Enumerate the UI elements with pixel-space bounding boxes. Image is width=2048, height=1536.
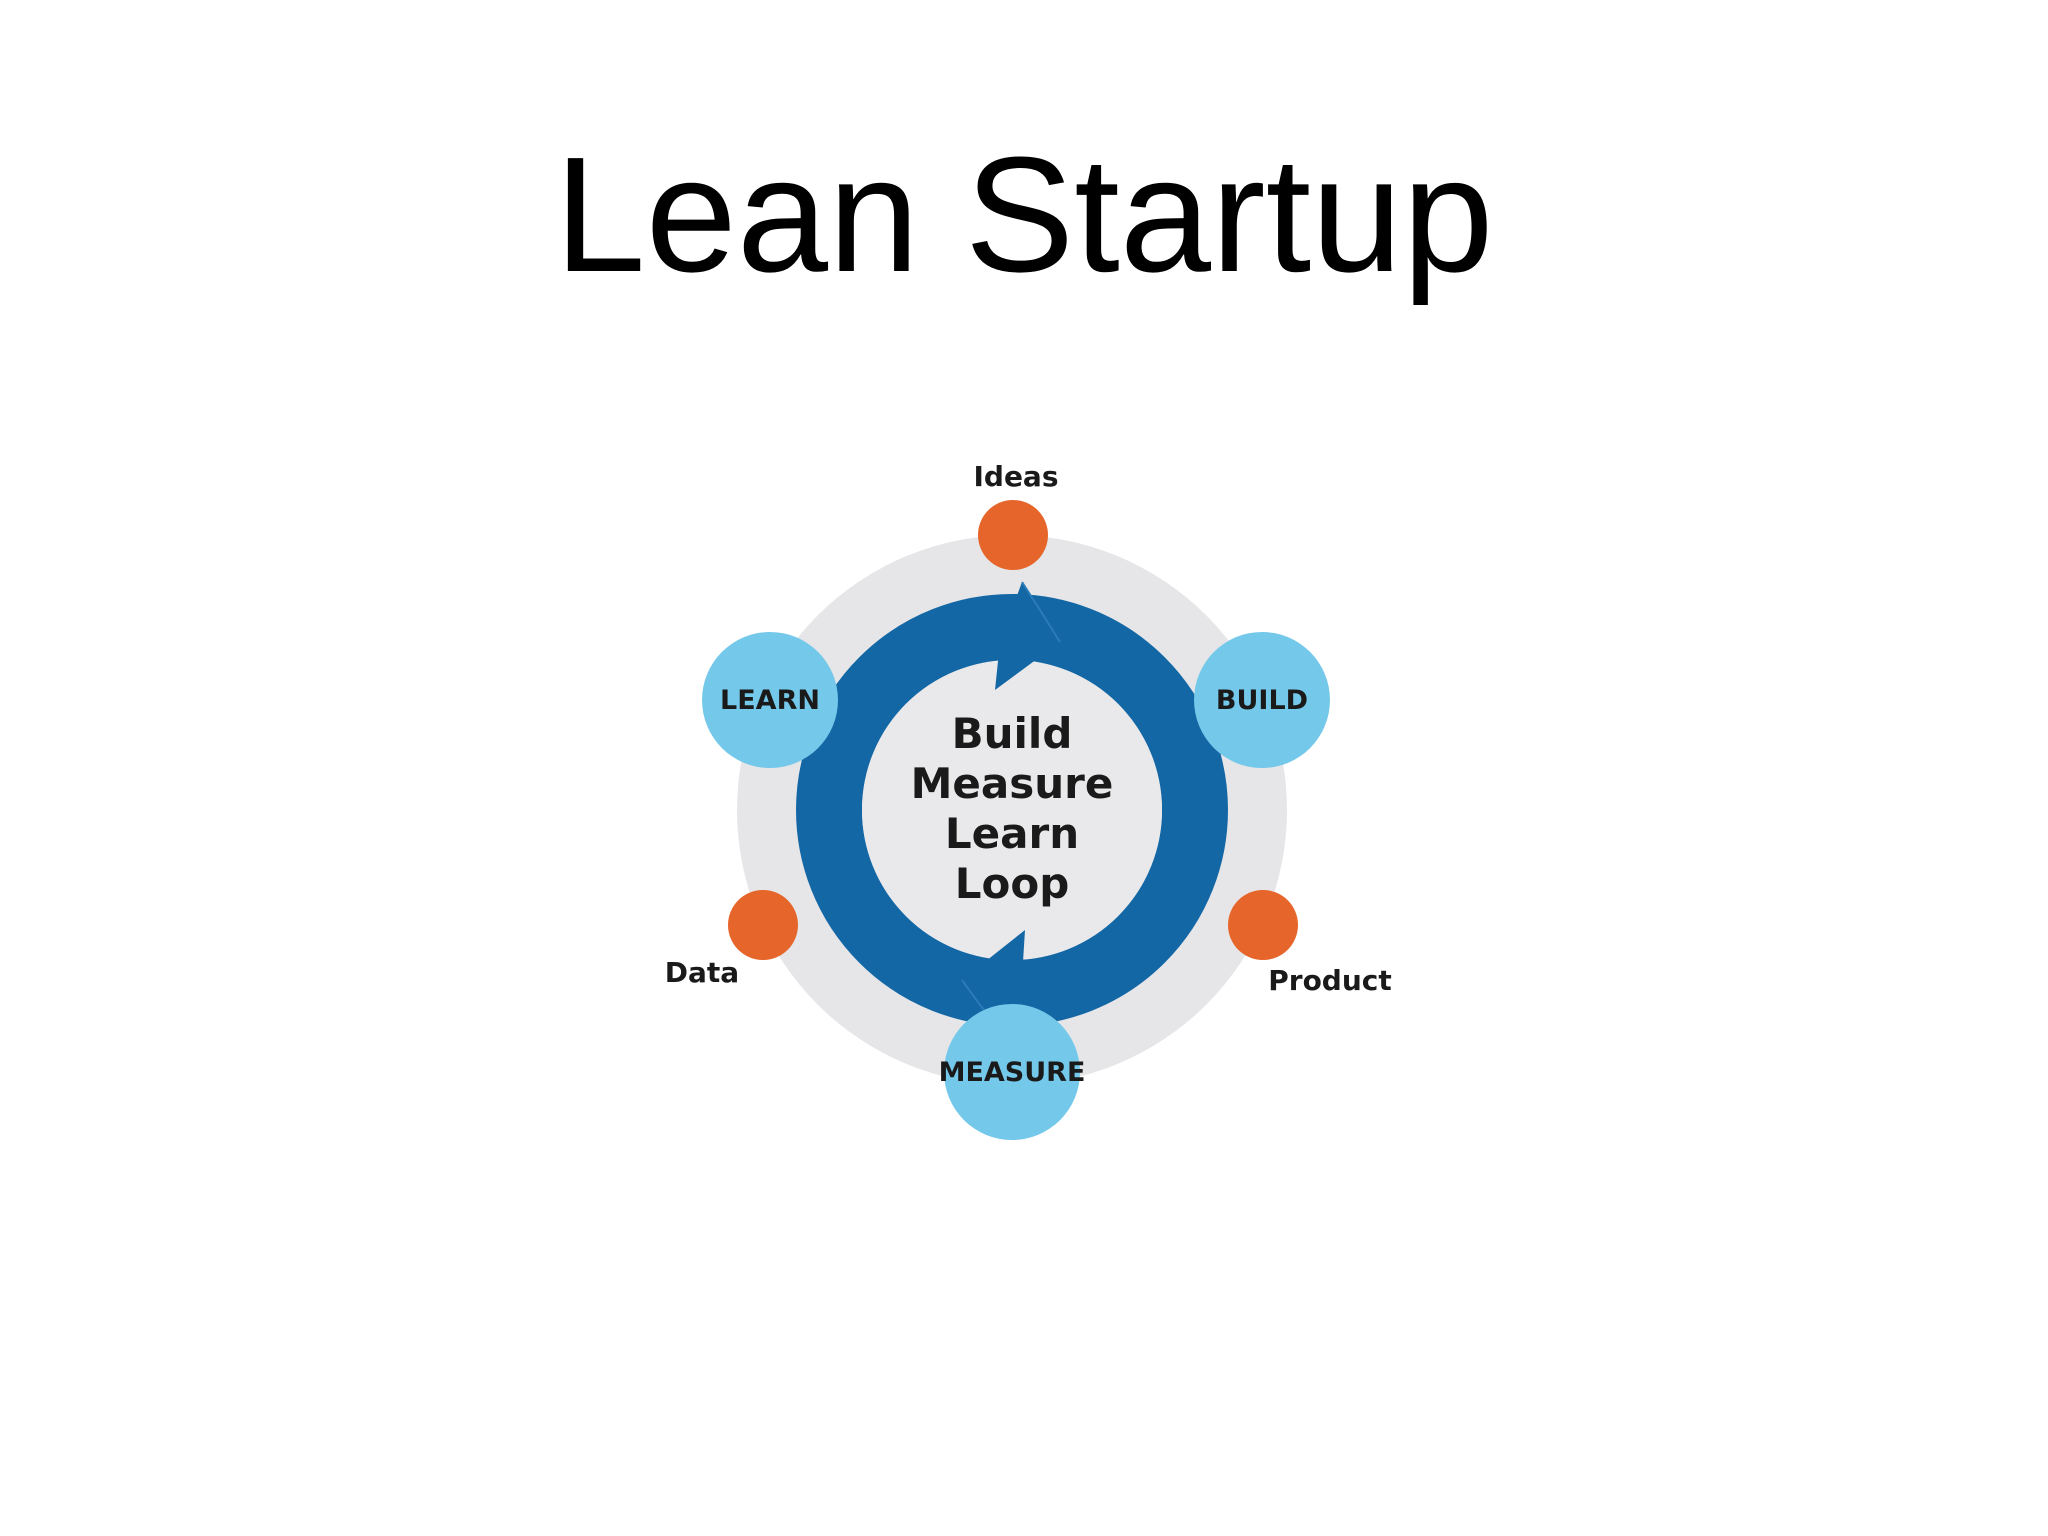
stage-measure-label: MEASURE — [939, 1057, 1086, 1088]
artifact-ideas: Ideas — [973, 460, 1059, 570]
artifact-product-dot — [1228, 890, 1298, 960]
stage-measure-circle — [944, 1004, 1080, 1140]
loop-arrow-top-outline — [1021, 581, 1061, 643]
stage-build-label: BUILD — [1216, 685, 1308, 716]
artifact-product: Product — [1228, 890, 1392, 997]
center-line-loop: Loop — [955, 859, 1070, 908]
artifact-data-dot — [728, 890, 798, 960]
stage-learn-circle — [702, 632, 838, 768]
stage-build: BUILD — [1194, 632, 1330, 768]
artifact-ideas-dot — [978, 500, 1048, 570]
slide-title: Lean Startup — [554, 123, 1494, 306]
stage-learn: LEARN — [702, 632, 838, 768]
artifact-ideas-label: Ideas — [973, 460, 1058, 493]
artifact-product-label: Product — [1268, 964, 1392, 997]
stage-learn-label: LEARN — [720, 685, 820, 716]
center-line-learn: Learn — [945, 809, 1079, 858]
loop-arrow-top-icon — [995, 582, 1060, 690]
center-line-build: Build — [952, 709, 1073, 758]
artifact-data: Data — [665, 890, 798, 989]
center-line-measure: Measure — [911, 759, 1114, 808]
artifact-data-label: Data — [665, 956, 739, 989]
stage-measure: MEASURE — [939, 1004, 1086, 1140]
stage-build-circle — [1194, 632, 1330, 768]
inner-disk — [862, 660, 1162, 960]
